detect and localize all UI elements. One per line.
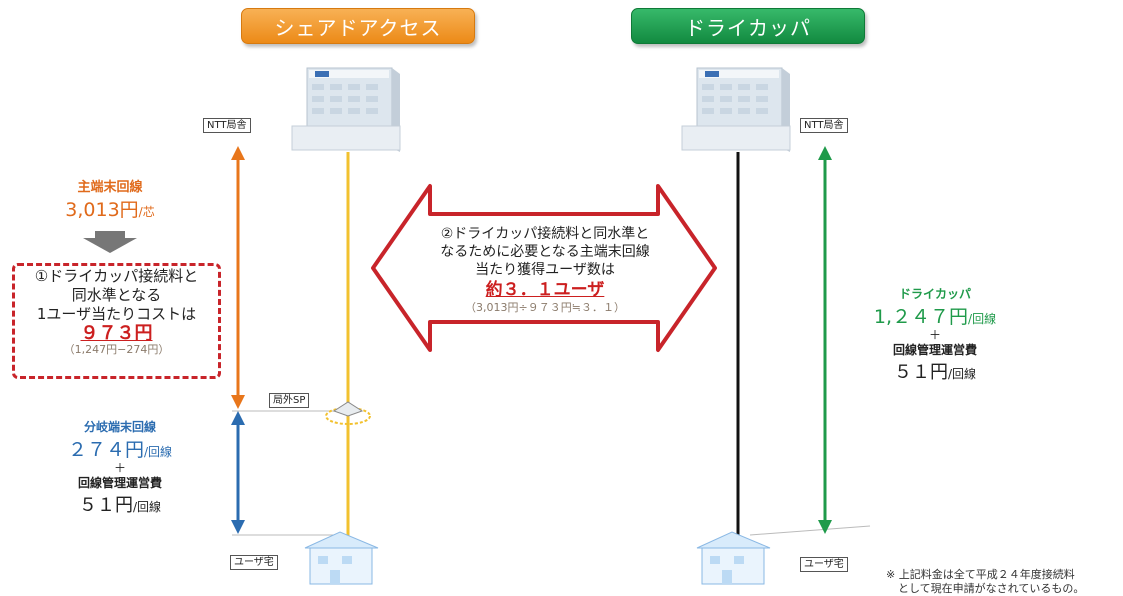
main-line-block: 主端末回線 3,013円/芯: [40, 176, 180, 222]
center-explanation: ②ドライカッパ接続料と同水準と なるために必要となる主端末回線 当たり獲得ユーザ…: [395, 225, 695, 315]
branch-line-unit: /回線: [143, 445, 173, 459]
dry-copper-mgmt-title: 回線管理運営費: [892, 343, 977, 357]
dry-copper-mgmt-price-row: ５１円/回線: [855, 358, 1015, 384]
house-left-icon: [304, 531, 379, 585]
ntt-office-label-right: NTT局舎: [800, 118, 848, 133]
ntt-office-label-left: NTT局舎: [203, 118, 251, 133]
cost-box: [12, 263, 221, 379]
dry-copper-unit: /回線: [968, 312, 997, 326]
down-arrow-icon: [83, 231, 137, 253]
dry-copper-title: ドライカッパ: [898, 287, 971, 301]
dry-copper-price-row: 1,２４７円/回線: [855, 302, 1015, 329]
branch-mgmt-title: 回線管理運営費: [77, 476, 162, 490]
user-home-label-right: ユーザ宅: [800, 557, 848, 572]
main-line-price: 3,013円: [65, 199, 139, 221]
dry-copper-block: ドライカッパ 1,２４７円/回線 ＋ 回線管理運営費 ５１円/回線: [855, 285, 1015, 384]
ntt-building-left-icon: [291, 67, 401, 152]
user-level-line-right: [749, 525, 871, 536]
cost-box-line1: ①ドライカッパ接続料と: [34, 267, 199, 285]
center-line3: 当たり獲得ユーザ数は: [475, 262, 615, 278]
header-shared-access-label: シェアドアクセス: [274, 15, 442, 40]
center-line1: ②ドライカッパ接続料と同水準と: [440, 226, 650, 242]
header-dry-copper-label: ドライカッパ: [685, 15, 811, 40]
orange-double-arrow: [231, 146, 245, 409]
cost-box-line2: 同水準となる: [71, 286, 162, 304]
center-result: 約３．１ユーザ: [485, 280, 605, 300]
main-line-unit: /芯: [138, 205, 155, 219]
center-calc: （3,013円÷９７３円≒３．１）: [465, 301, 625, 314]
branch-line-title: 分岐端末回線: [83, 420, 156, 434]
dry-copper-price: 1,２４７円: [873, 306, 969, 328]
branch-line-price-row: ２７４円/回線: [40, 435, 200, 462]
cost-box-line3: 1ユーザ当たりコストは: [36, 305, 197, 323]
header-shared-access: シェアドアクセス: [241, 8, 475, 44]
green-double-arrow: [818, 146, 832, 534]
dry-copper-plus: ＋: [928, 328, 941, 342]
branch-line-price: ２７４円: [67, 439, 144, 461]
cost-box-content: ①ドライカッパ接続料と 同水準となる 1ユーザ当たりコストは ９７３円 （1,2…: [12, 267, 221, 357]
branch-mgmt-price: ５１円: [78, 495, 133, 516]
header-dry-copper: ドライカッパ: [631, 8, 865, 44]
main-line-title: 主端末回線: [77, 180, 143, 195]
branch-plus: ＋: [113, 461, 126, 475]
cost-box-calc: （1,247円−274円）: [63, 343, 170, 356]
footnote-line2: として現在申請がなされているもの。: [898, 582, 1085, 595]
center-line2: なるために必要となる主端末回線: [440, 244, 650, 260]
user-home-label-left: ユーザ宅: [230, 555, 278, 570]
cost-box-price: ９７３円: [80, 323, 153, 344]
ntt-building-right-icon: [681, 67, 791, 152]
splitter-icon: [325, 401, 371, 425]
main-line-price-row: 3,013円/芯: [40, 195, 180, 222]
footnote-line1: ※ 上記料金は全て平成２４年度接続料: [886, 568, 1075, 581]
branch-mgmt-unit: /回線: [132, 500, 162, 514]
house-right-icon: [696, 531, 771, 585]
blue-double-arrow: [231, 411, 245, 534]
branch-line-block: 分岐端末回線 ２７４円/回線 ＋ 回線管理運営費 ５１円/回線: [40, 418, 200, 517]
dry-copper-mgmt-unit: /回線: [947, 367, 977, 381]
outdoor-sp-label: 局外SP: [269, 393, 310, 408]
branch-mgmt-price-row: ５１円/回線: [40, 491, 200, 517]
dry-copper-mgmt-price: ５１円: [893, 362, 948, 383]
big-double-arrow: [371, 184, 717, 352]
footnote: ※ 上記料金は全て平成２４年度接続料 として現在申請がなされているもの。: [886, 568, 1121, 596]
